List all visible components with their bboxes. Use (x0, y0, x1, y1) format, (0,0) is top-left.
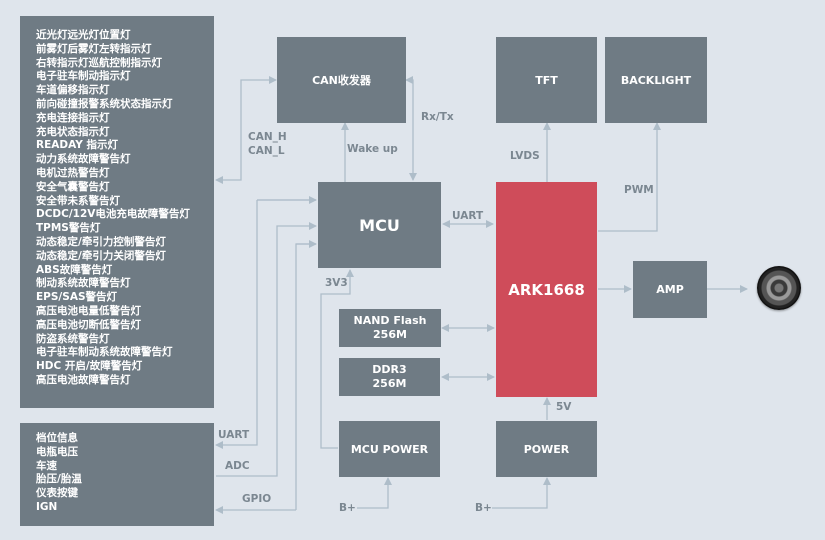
mcu-power-block: MCU POWER (339, 421, 440, 477)
label-bplus-mcu: B+ (339, 502, 356, 514)
list-item: 安全气囊警告灯 (36, 180, 110, 193)
list-item: 制动系统故障警告灯 (36, 277, 131, 290)
backlight-block: BACKLIGHT (605, 37, 707, 123)
label-pwm: PWM (624, 184, 654, 196)
label-can-l: CAN_L (248, 145, 285, 157)
label-rx-tx: Rx/Tx (421, 111, 454, 123)
list-item: 动态稳定/牵引力关闭警告灯 (36, 249, 166, 262)
list-item: 充电连接指示灯 (36, 111, 110, 124)
list-item: ABS故障警告灯 (36, 263, 113, 276)
amp-block: AMP (633, 261, 707, 318)
tft-block: TFT (496, 37, 597, 123)
list-item: 防盗系统警告灯 (36, 332, 110, 345)
list-item: 电瓶电压 (36, 445, 78, 458)
list-item: 动态稳定/牵引力控制警告灯 (36, 235, 166, 248)
label-adc: ADC (225, 460, 250, 472)
list-item: 仪表按键 (36, 487, 78, 500)
list-item: 电机过热警告灯 (36, 166, 110, 179)
wire-rx-tx (405, 76, 417, 181)
power-block: POWER (496, 421, 597, 477)
label-bplus-power: B+ (475, 502, 492, 514)
list-item: HDC 开启/故障警告灯 (36, 360, 143, 373)
list-item: IGN (36, 500, 58, 513)
nand-flash-block: NAND Flash 256M (339, 309, 441, 347)
list-item: 电子驻车制动系统故障警告灯 (36, 346, 173, 359)
speaker-icon (757, 266, 801, 310)
ddr-size: 256M (372, 377, 407, 390)
list-item: 前雾灯后雾灯左转指示灯 (36, 42, 152, 55)
list-item: 胎压/胎温 (36, 473, 82, 486)
list-item: 电子驻车制动指示灯 (36, 70, 131, 83)
wire-uart-in (216, 199, 316, 445)
list-item: EPS/SAS警告灯 (36, 291, 118, 304)
list-item: 动力系统故障警告灯 (36, 153, 131, 166)
list-item: 车速 (36, 459, 57, 472)
label-gpio: GPIO (242, 493, 272, 505)
wire-3v3 (320, 269, 354, 449)
wire-bplus-mcu (357, 477, 392, 509)
indicator-light-list: 近光灯远光灯位置灯前雾灯后雾灯左转指示灯右转指示灯巡航控制指示灯电子驻车制动指示… (20, 16, 214, 408)
label-lvds: LVDS (510, 150, 540, 162)
list-item: 高压电池切断低警告灯 (36, 318, 141, 331)
wire-can-bus (215, 76, 277, 184)
ddr-type: DDR3 (372, 363, 407, 376)
ddr3-block: DDR3 256M (339, 358, 440, 396)
list-item: 档位信息 (36, 432, 78, 444)
wire-pwm (598, 122, 661, 232)
nand-size: 256M (373, 328, 407, 341)
label-wake-up: Wake up (347, 143, 398, 155)
list-item: 近光灯远光灯位置灯 (36, 29, 131, 41)
list-item: 高压电池故障警告灯 (36, 373, 131, 386)
ark1668-soc-block: ARK1668 (496, 182, 597, 397)
list-item: 车道偏移指示灯 (36, 84, 110, 97)
list-item: READAY 指示灯 (36, 139, 118, 152)
label-uart-input: UART (218, 429, 250, 441)
list-item: 充电状态指示灯 (36, 125, 110, 138)
wire-bplus-power (492, 477, 551, 509)
list-item: 前向碰撞报警系统状态指示灯 (36, 97, 173, 110)
list-item: 高压电池电量低警告灯 (36, 304, 141, 317)
list-item: 右转指示灯巡航控制指示灯 (36, 56, 162, 69)
list-item: 安全带未系警告灯 (36, 194, 120, 207)
list-item: DCDC/12V电池充电故障警告灯 (36, 208, 190, 221)
label-3v3: 3V3 (325, 277, 348, 289)
list-item: TPMS警告灯 (36, 222, 101, 235)
label-can-h: CAN_H (248, 131, 287, 143)
mcu-block: MCU (318, 182, 441, 268)
wire-adc (216, 222, 317, 477)
label-5v: 5V (556, 401, 572, 413)
can-transceiver-block: CAN收发器 (277, 37, 406, 123)
nand-type: NAND Flash (353, 314, 427, 327)
label-uart-mcu-soc: UART (452, 210, 484, 222)
